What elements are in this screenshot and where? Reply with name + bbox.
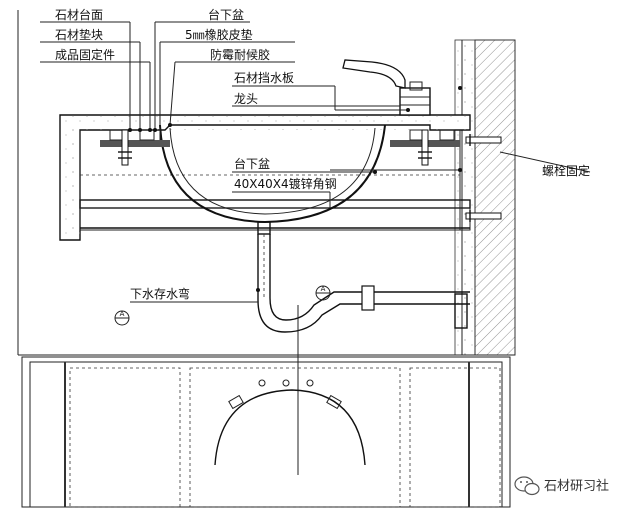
section-marker-right: A — [315, 285, 331, 301]
wall-expansion-bolts — [465, 134, 502, 222]
angle-steel-frame — [79, 130, 471, 231]
label-undermount-basin: 台下盆 — [234, 156, 270, 171]
label-stone-countertop: 石材台面 — [55, 7, 103, 22]
section-marker-left-label: A — [120, 310, 125, 318]
faucet-shape — [342, 59, 431, 116]
label-faucet: 龙头 — [234, 92, 258, 106]
label-trap: 下水存水弯 — [130, 286, 190, 301]
label-mildew-sealant: 防霉耐候胶 — [210, 47, 270, 62]
watermark-text: 石材研习社 — [544, 478, 609, 494]
label-stone-backsplash: 石材挡水板 — [234, 71, 294, 85]
label-angle-steel: 40X40X4镀锌角钢 — [234, 177, 337, 191]
watermark: 石材研习社 — [514, 476, 609, 496]
section-marker-left: A — [114, 310, 130, 326]
wechat-logo-icon — [514, 476, 540, 496]
label-fixing-part: 成品固定件 — [55, 47, 115, 62]
leader-dots — [128, 86, 462, 292]
cabinet-frame — [17, 10, 515, 508]
label-undermount-basin-top: 台下盆 — [208, 7, 244, 22]
shims — [100, 129, 460, 147]
anchor-bolts — [118, 129, 432, 166]
section-marker-right-label: A — [321, 285, 326, 293]
basin-plan-view — [214, 379, 366, 466]
leader-lines — [40, 21, 591, 303]
label-rubber-gasket: 5㎜橡胶皮垫 — [185, 27, 253, 42]
label-bolt-fixing: 螺栓固定 — [542, 163, 590, 178]
wall — [454, 39, 516, 356]
label-stone-shim: 石材垫块 — [55, 27, 103, 42]
